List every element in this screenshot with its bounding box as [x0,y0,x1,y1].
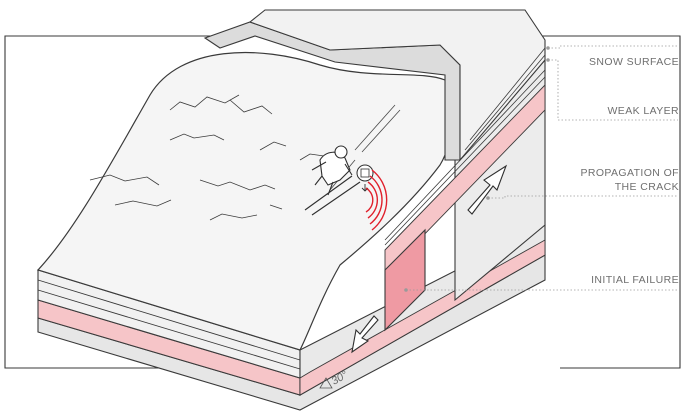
background-frame [4,35,681,369]
skier-icon [304,145,361,216]
snow-surface-top [36,51,455,351]
label-snow-surface: SNOW SURFACE [589,55,679,69]
label-weak-layer: WEAK LAYER [608,104,680,118]
weak-layer-diagonal [384,83,546,277]
snow-texture-lines [89,94,325,221]
label-propagation-line1: PROPAGATION OF [580,167,679,179]
weak-layer-side [299,239,546,396]
back-face [248,9,546,162]
label-initial-failure-text: INITIAL FAILURE [591,274,679,286]
label-snow-surface-text: SNOW SURFACE [589,56,679,68]
arrow-down-left-icon [351,315,379,354]
label-weak-layer-text: WEAK LAYER [607,105,679,117]
label-propagation-line2: THE CRACK [614,181,679,193]
crack-signal-waves [365,169,388,231]
arrow-up-right-icon [467,164,508,215]
label-propagation: PROPAGATION OF THE CRACK [580,166,679,194]
angle-icon [319,377,333,389]
label-initial-failure: INITIAL FAILURE [591,273,679,287]
leader-lines [406,45,678,291]
avalanche-beacon-icon [356,164,374,192]
